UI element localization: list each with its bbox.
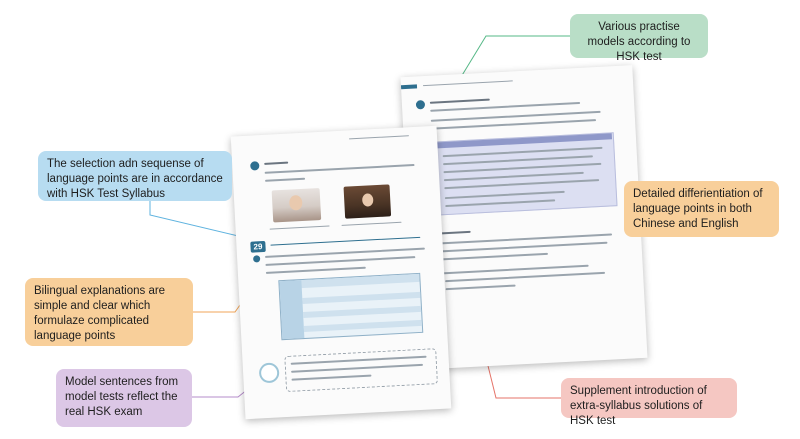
callout-model-sentences: Model sentences from model tests reflect… [56, 369, 192, 427]
lesson-title-line [270, 236, 421, 246]
text-line [264, 164, 415, 174]
text-line [430, 101, 581, 112]
exercise-marker [250, 161, 260, 171]
table-row [303, 319, 422, 333]
callout-differentiation: Detailed differientiation of language po… [624, 181, 779, 237]
text-line [265, 177, 306, 182]
page-header-line [348, 135, 409, 140]
callout-supplement: Supplement introduction of extra-syllabu… [561, 378, 737, 427]
text-line [265, 256, 416, 266]
page-header-line [422, 80, 513, 87]
text-line [265, 266, 366, 274]
text-line [437, 241, 608, 253]
model-sentence-icon [258, 362, 280, 384]
text-line [438, 252, 548, 261]
callout-selection-sequence: The selection adn sequense of language p… [38, 151, 232, 201]
explanation-marker [252, 255, 261, 263]
exercise-marker [415, 100, 426, 110]
table-cell [279, 280, 305, 340]
grammar-table [278, 272, 424, 341]
callout-practise-models: Various practise models according to HSK… [570, 14, 708, 63]
lesson-number-tag: 29 [250, 240, 266, 253]
text-line [445, 284, 516, 291]
text-line [431, 119, 597, 130]
caption-line [269, 225, 330, 230]
callout-bilingual-explanations: Bilingual explanations are simple and cl… [25, 278, 193, 346]
caption-line [341, 221, 402, 226]
book-page-left: 29 [230, 125, 452, 420]
text-line [440, 230, 471, 235]
table-row [303, 305, 422, 319]
table-row [302, 291, 421, 305]
text-line [445, 271, 606, 283]
text-line [264, 161, 289, 165]
page-header-bar [400, 84, 418, 90]
text-line [429, 98, 490, 104]
